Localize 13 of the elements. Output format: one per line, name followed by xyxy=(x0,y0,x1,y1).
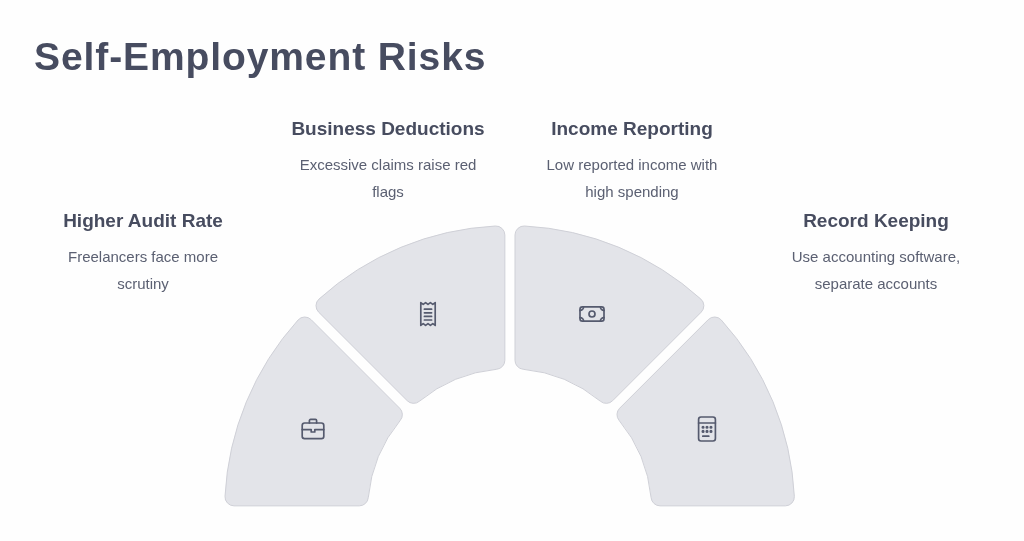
arc-segment xyxy=(515,226,704,404)
description-text: Freelancers face more scrutiny xyxy=(66,246,220,294)
arc-segment xyxy=(617,317,795,506)
description-text: Low reported income with high spending xyxy=(545,154,719,202)
description-text: Use accounting software, separate accounts xyxy=(790,246,962,294)
section-heading: Business Deductions xyxy=(290,118,486,141)
section-heading: Record Keeping xyxy=(802,210,950,233)
arc-segment xyxy=(225,317,403,506)
section-heading: Higher Audit Rate xyxy=(62,210,224,233)
section-heading: Income Reporting xyxy=(550,118,714,141)
arc-segment xyxy=(316,226,505,404)
description-text: Excessive claims raise red flags xyxy=(298,154,478,202)
diagram-title: Self-Employment Risks xyxy=(34,35,487,80)
